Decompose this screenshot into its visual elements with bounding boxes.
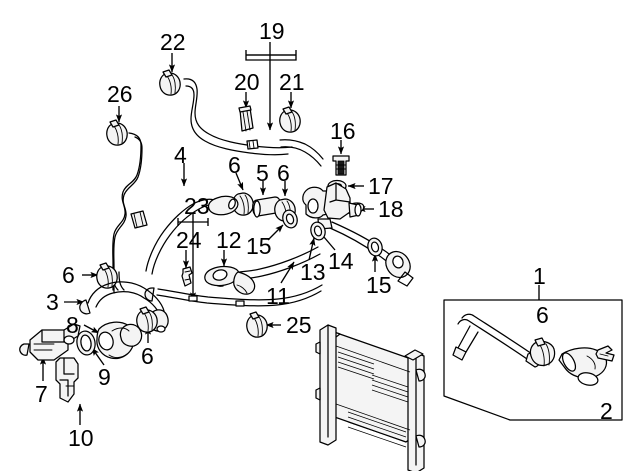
part-6a-hose-clamp: [232, 192, 254, 216]
callout-6c: 6: [62, 262, 75, 288]
part-16-coolant-temperature-sensor: [332, 155, 350, 176]
callout-6a: 6: [228, 152, 241, 178]
callout-20: 20: [234, 69, 260, 95]
callout-21: 21: [279, 69, 305, 95]
inset-retaining-clip-2: [595, 345, 615, 362]
callout-12: 12: [216, 227, 242, 253]
callout-19: 19: [259, 18, 285, 44]
part-1-inset-detail-box: [443, 299, 623, 421]
part-10-mounting-bracket: [55, 357, 79, 403]
callout-6d: 6: [141, 343, 154, 369]
callout-17: 17: [368, 173, 394, 199]
part-14-coolant-pipe-assembly: [302, 182, 414, 287]
inset-hose-clamp-6: [529, 337, 556, 367]
part-25-hose-clamp-lower: [246, 311, 268, 338]
part-22-upper-hose: [183, 78, 324, 167]
callout-5: 5: [256, 160, 269, 186]
callout-23: 23: [184, 193, 210, 219]
part-9-o-ring-seal: [76, 330, 96, 356]
callout-6e: 6: [536, 302, 549, 328]
callout-9: 9: [98, 364, 111, 390]
part-12-gasket-seal: [204, 265, 256, 295]
callout-7: 7: [35, 381, 48, 407]
part-13-o-ring: [310, 221, 326, 241]
callout-15b: 15: [366, 272, 392, 298]
callout-22: 22: [160, 29, 186, 55]
callout-26: 26: [107, 81, 133, 107]
part-6d-hose-clamp: [136, 306, 158, 333]
part-8-water-outlet-flange: [96, 321, 143, 360]
callout-1: 1: [533, 263, 546, 289]
callout-11: 11: [266, 283, 290, 309]
callout-18: 18: [378, 196, 404, 222]
callout-3: 3: [46, 289, 59, 315]
part-22-hose-clamp-upper: [159, 69, 181, 96]
radiator-assembly: [315, 324, 426, 471]
part-26-hose-clamp-top-left: [106, 119, 128, 146]
part-20-clamp-type-a: [238, 105, 254, 132]
callout-6b: 6: [277, 160, 290, 186]
part-15a-o-ring-small: [282, 209, 298, 229]
inset-elbow-hose: [558, 347, 608, 386]
callout-13: 13: [300, 259, 326, 285]
part-5-connector-sleeve: [252, 196, 281, 218]
part-15b-o-ring-small: [367, 237, 383, 257]
callout-24: 24: [176, 227, 202, 253]
part-21-clamp-type-b: [279, 106, 301, 133]
callout-10: 10: [68, 425, 94, 451]
part-24-vent-line-bracket: [181, 266, 193, 287]
callout-15a: 15: [246, 233, 272, 259]
callout-25: 25: [286, 312, 312, 338]
callout-4: 4: [174, 142, 187, 168]
callout-16: 16: [330, 118, 356, 144]
part-23-vent-line-assembly: [144, 284, 323, 307]
part-4-coolant-return-pipe: [130, 195, 239, 275]
callout-2: 2: [600, 398, 613, 424]
callout-14: 14: [328, 248, 354, 274]
callout-8: 8: [66, 312, 79, 338]
part-7-coolant-flange-bracket: [19, 323, 81, 361]
